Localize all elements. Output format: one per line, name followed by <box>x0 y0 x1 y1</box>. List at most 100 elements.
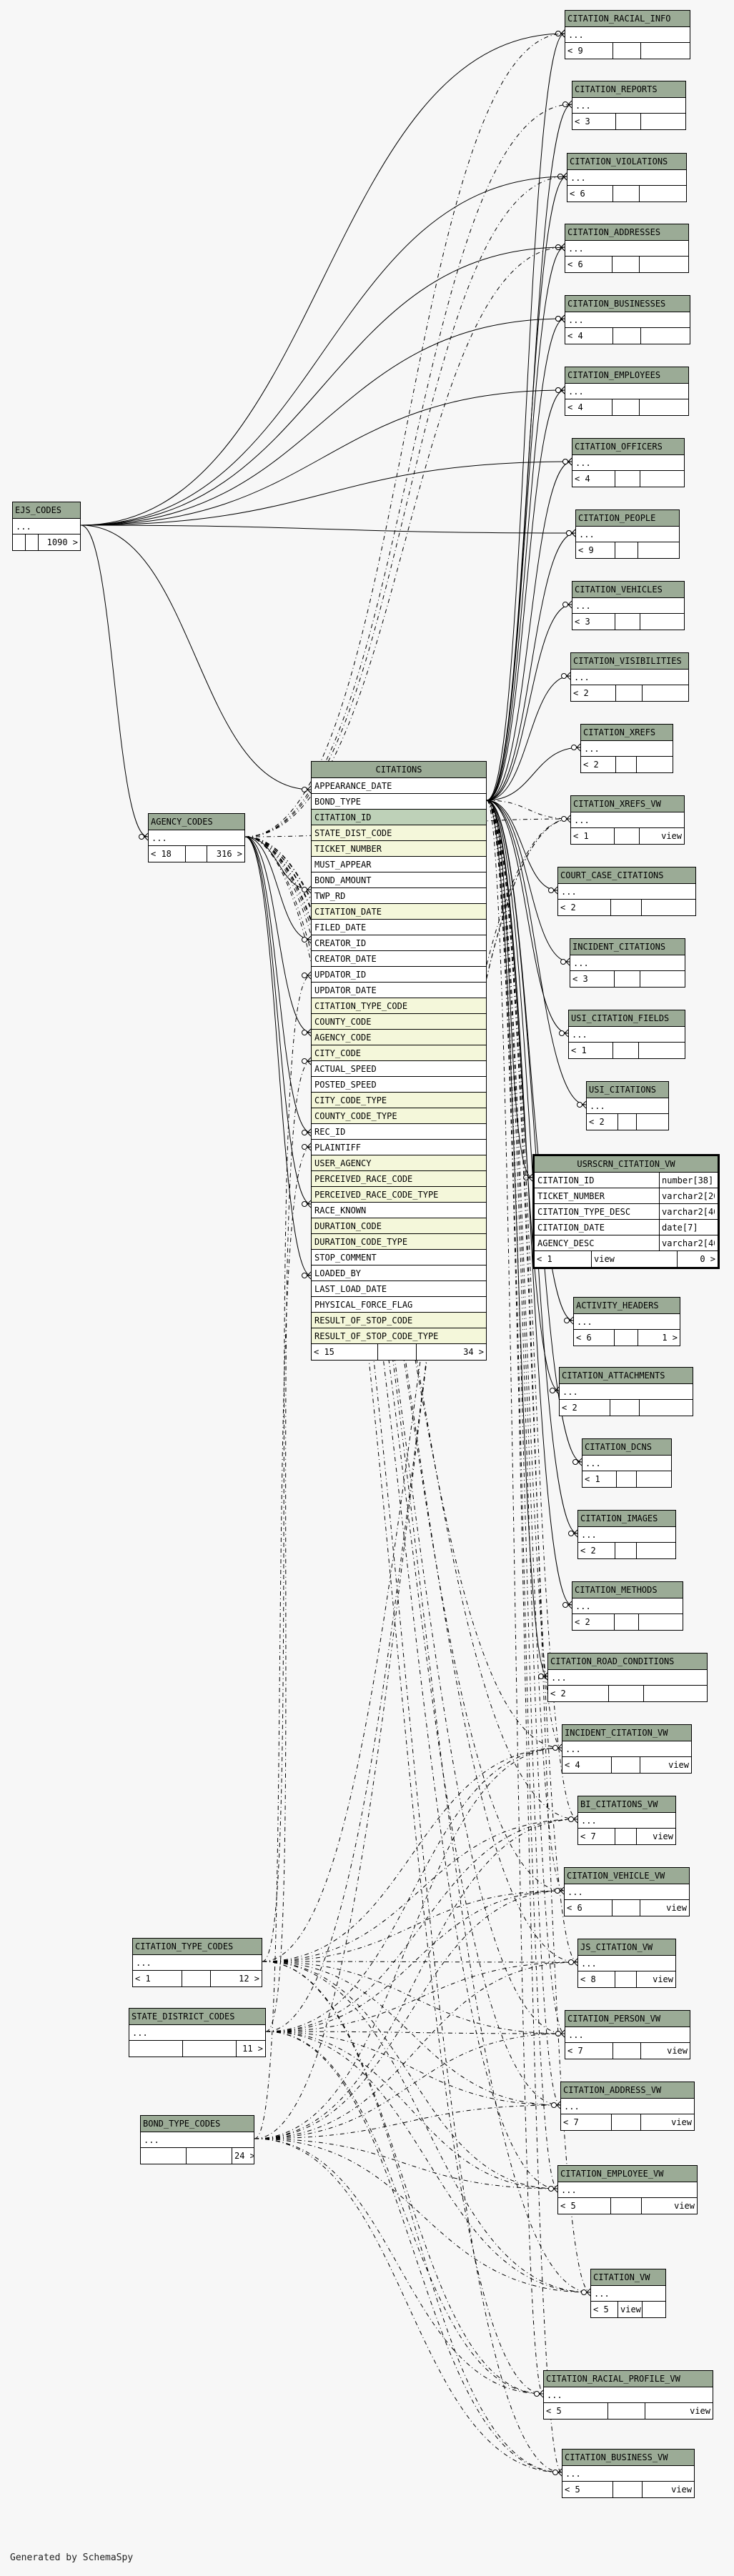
table-title[interactable]: CITATION_XREFS_VW <box>571 796 684 812</box>
footer-parent-count[interactable]: < 1 <box>571 828 615 844</box>
footer-parent-count[interactable]: < 2 <box>578 1543 615 1558</box>
column-perceived-race-code[interactable]: PERCEIVED_RACE_CODE <box>312 1171 486 1187</box>
footer-parent-count[interactable]: < 15 <box>312 1344 378 1360</box>
footer-parent-count[interactable]: < 4 <box>565 399 613 415</box>
column-perceived-race-code-type[interactable]: PERCEIVED_RACE_CODE_TYPE <box>312 1187 486 1203</box>
column-ellipsis[interactable]: ... <box>576 527 679 542</box>
table-title[interactable]: USRSCRN_CITATION_VW <box>535 1156 718 1173</box>
footer-parent-count[interactable]: < 2 <box>560 1400 610 1416</box>
table-citation-dcns[interactable]: CITATION_DCNS...< 1 <box>582 1438 672 1488</box>
column-rec-id[interactable]: REC_ID <box>312 1124 486 1140</box>
column-ellipsis[interactable]: ... <box>587 1098 668 1114</box>
column-city-code[interactable]: CITY_CODE <box>312 1045 486 1061</box>
table-title[interactable]: CITATION_BUSINESS_VW <box>562 2450 694 2466</box>
column-ellipsis[interactable]: ... <box>133 1955 262 1971</box>
table-incident-citations[interactable]: INCIDENT_CITATIONS...< 3 <box>570 938 685 988</box>
footer-parent-count[interactable]: < 3 <box>570 971 615 987</box>
footer-parent-count[interactable]: < 2 <box>581 757 616 772</box>
column-bond-amount[interactable]: BOND_AMOUNT <box>312 872 486 888</box>
table-citation-people[interactable]: CITATION_PEOPLE...< 9 <box>575 509 680 559</box>
column-ellipsis[interactable]: ... <box>562 2466 694 2482</box>
footer-parent-count[interactable]: < 4 <box>572 471 615 487</box>
table-usi-citations[interactable]: USI_CITATIONS...< 2 <box>586 1081 669 1130</box>
table-title[interactable]: COURT_CASE_CITATIONS <box>558 867 695 884</box>
column-result-of-stop-code-type[interactable]: RESULT_OF_STOP_CODE_TYPE <box>312 1328 486 1344</box>
footer-parent-count[interactable]: < 6 <box>567 186 613 202</box>
column-result-of-stop-code[interactable]: RESULT_OF_STOP_CODE <box>312 1313 486 1328</box>
column-ellipsis[interactable]: ... <box>561 2099 694 2114</box>
footer-parent-count[interactable]: < 1 <box>133 1971 182 1986</box>
column-ellipsis[interactable]: ... <box>578 1956 675 1971</box>
column-ellipsis[interactable]: ... <box>544 2387 713 2403</box>
footer-parent-count[interactable]: < 6 <box>565 1900 613 1916</box>
column-ellipsis[interactable]: ... <box>570 955 685 971</box>
column-ellipsis[interactable]: ... <box>129 2025 265 2041</box>
footer-parent-count[interactable]: < 2 <box>558 900 611 915</box>
table-title[interactable]: CITATION_VEHICLE_VW <box>565 1868 689 1884</box>
column-ellipsis[interactable]: ... <box>582 1456 671 1471</box>
column-user-agency[interactable]: USER_AGENCY <box>312 1155 486 1171</box>
column-ellipsis[interactable]: ... <box>141 2132 254 2148</box>
table-title[interactable]: BOND_TYPE_CODES <box>141 2116 254 2132</box>
column-ellipsis[interactable]: ... <box>571 812 684 828</box>
table-citation-racial-info[interactable]: CITATION_RACIAL_INFO...< 9 <box>565 10 690 59</box>
footer-child-count[interactable]: 34 > <box>463 1347 484 1357</box>
table-citation-attachments[interactable]: CITATION_ATTACHMENTS...< 2 <box>559 1367 693 1416</box>
table-title[interactable]: CITATION_XREFS <box>581 725 673 741</box>
column-ellipsis[interactable]: ... <box>578 1813 675 1829</box>
column-city-code-type[interactable]: CITY_CODE_TYPE <box>312 1093 486 1108</box>
column-must-appear[interactable]: MUST_APPEAR <box>312 857 486 872</box>
table-title[interactable]: CITATION_RACIAL_PROFILE_VW <box>544 2371 713 2387</box>
table-title[interactable]: INCIDENT_CITATIONS <box>570 939 685 955</box>
table-citation-reports[interactable]: CITATION_REPORTS...< 3 <box>572 81 686 130</box>
footer-parent-count[interactable]: < 7 <box>561 2114 612 2130</box>
table-ejs-codes[interactable]: EJS_CODES...1090 > <box>12 502 81 551</box>
column-race-known[interactable]: RACE_KNOWN <box>312 1203 486 1218</box>
table-citation-vehicles[interactable]: CITATION_VEHICLES...< 3 <box>572 581 685 630</box>
footer-parent-count[interactable]: < 2 <box>587 1114 618 1130</box>
table-title[interactable]: CITATION_VEHICLES <box>572 582 684 598</box>
table-title[interactable]: CITATION_OFFICERS <box>572 439 684 455</box>
table-title[interactable]: CITATION_REPORTS <box>572 81 685 98</box>
table-title[interactable]: CITATION_ATTACHMENTS <box>560 1368 693 1384</box>
column-citation-id[interactable]: CITATION_ID <box>312 810 486 825</box>
footer-parent-count[interactable]: < 1 <box>569 1043 613 1058</box>
table-citation-images[interactable]: CITATION_IMAGES...< 2 <box>577 1510 676 1559</box>
table-citation-visibilities[interactable]: CITATION_VISIBILITIES...< 2 <box>570 652 689 702</box>
column-ellipsis[interactable]: ... <box>565 312 690 328</box>
table-title[interactable]: CITATION_VW <box>591 2269 665 2286</box>
column-ellipsis[interactable]: ... <box>569 1027 685 1043</box>
column-twp-rd[interactable]: TWP_RD <box>312 888 486 904</box>
table-title[interactable]: STATE_DISTRICT_CODES <box>129 2009 265 2025</box>
column-county-code[interactable]: COUNTY_CODE <box>312 1014 486 1030</box>
table-title[interactable]: CITATION_PEOPLE <box>576 510 679 527</box>
table-title[interactable]: CITATION_ROAD_CONDITIONS <box>548 1653 707 1670</box>
column-creator-id[interactable]: CREATOR_ID <box>312 935 486 951</box>
column-plaintiff[interactable]: PLAINTIFF <box>312 1140 486 1155</box>
footer-parent-count[interactable]: < 4 <box>562 1757 612 1773</box>
table-title[interactable]: USI_CITATIONS <box>587 1082 668 1098</box>
column-ellipsis[interactable]: ... <box>565 27 690 43</box>
column-ticket-number[interactable]: TICKET_NUMBER <box>312 841 486 857</box>
column-duration-code[interactable]: DURATION_CODE <box>312 1218 486 1234</box>
table-citation-addresses[interactable]: CITATION_ADDRESSES...< 6 <box>565 224 689 273</box>
column-last-load-date[interactable]: LAST_LOAD_DATE <box>312 1281 486 1297</box>
column-ellipsis[interactable]: ... <box>548 1670 707 1686</box>
column-stop-comment[interactable]: STOP_COMMENT <box>312 1250 486 1265</box>
table-title[interactable]: CITATION_VIOLATIONS <box>567 154 686 170</box>
footer-parent-count[interactable]: < 1 <box>582 1471 617 1487</box>
column-ellipsis[interactable]: ... <box>574 1314 680 1330</box>
column-creator-date[interactable]: CREATOR_DATE <box>312 951 486 967</box>
column-citation-date[interactable]: CITATION_DATE <box>312 904 486 920</box>
